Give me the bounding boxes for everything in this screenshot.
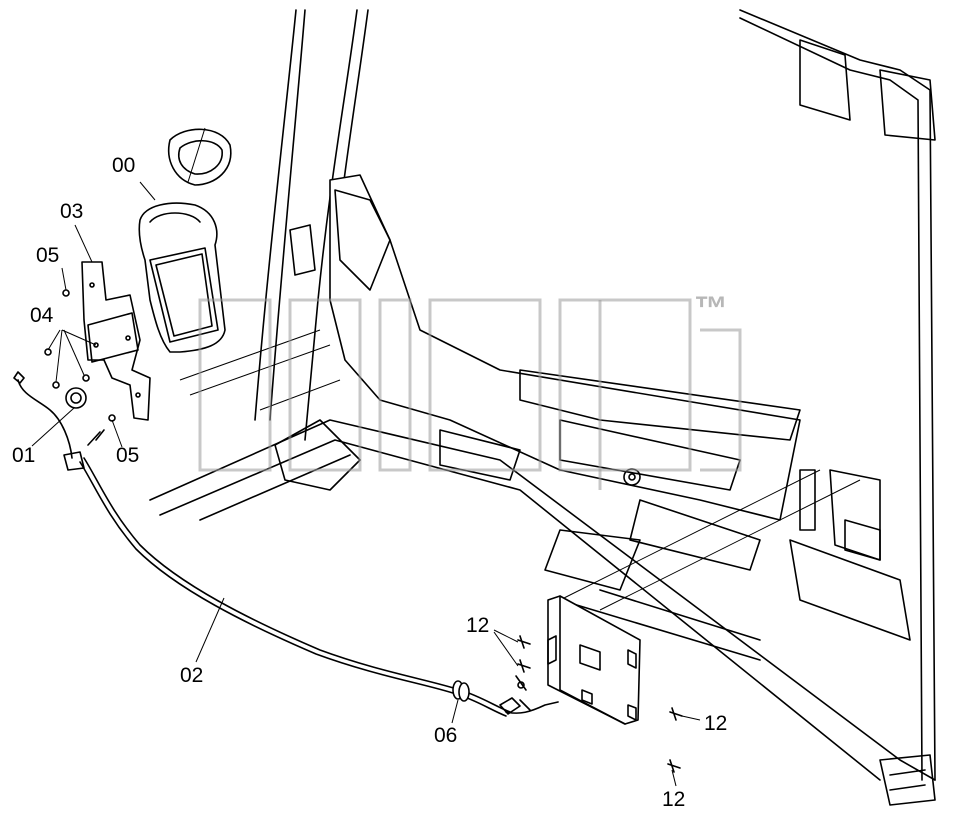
screws-part-12 (517, 635, 683, 773)
bracket-part-03 (81, 261, 151, 421)
cable-part-02 (79, 429, 511, 717)
label-12-right: 12 (704, 712, 727, 735)
camera-part-01 (13, 371, 87, 471)
label-02: 02 (180, 664, 203, 687)
monitor-part-00 (138, 128, 232, 353)
leader-lines (31, 127, 701, 787)
label-03: 03 (60, 200, 83, 223)
label-12-left: 12 (466, 614, 489, 637)
label-01: 01 (12, 444, 35, 467)
watermark-logo: ™ (198, 290, 742, 490)
label-12-bottom: 12 (662, 788, 685, 811)
label-04: 04 (30, 304, 54, 327)
label-05-upper: 05 (36, 244, 59, 267)
label-05-lower: 05 (116, 444, 139, 467)
grommet-part-06 (452, 675, 559, 715)
part-labels: 00 03 05 04 01 05 02 06 12 12 12 (12, 154, 727, 811)
cab-frame (149, 9, 936, 806)
label-00: 00 (112, 154, 135, 177)
watermark-trademark: ™ (694, 290, 728, 328)
controller-box (547, 595, 641, 725)
label-06: 06 (434, 724, 457, 747)
